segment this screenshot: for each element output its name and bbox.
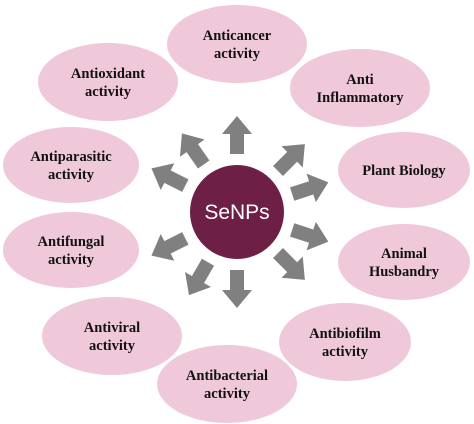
arrow-icon	[151, 163, 189, 192]
center-label: SeNPs	[204, 201, 269, 224]
activity-label-line: Anticancer	[203, 28, 272, 44]
activity-label-line: Anti	[346, 72, 373, 88]
arrow-shape	[289, 221, 329, 251]
activity-ellipse	[3, 127, 139, 203]
arrow-shape	[273, 144, 305, 176]
activity-label-line: Antifungal	[38, 234, 105, 250]
activity-label-line: activity	[85, 84, 132, 100]
arrow-shape	[222, 116, 252, 154]
arrow-icon	[222, 116, 252, 154]
activity-ellipse	[290, 49, 430, 127]
activity-ellipse	[338, 224, 470, 300]
activity-ellipse	[157, 345, 297, 423]
arrow-shape	[273, 248, 305, 280]
activity-node-antioxidant: Antioxidant activity	[38, 43, 178, 121]
arrow-shape	[222, 270, 252, 308]
activity-node-antibacterial: Antibacterial activity	[157, 345, 297, 423]
arrow-icon	[185, 258, 215, 296]
arrow-shape	[185, 258, 215, 296]
activity-node-anticancer: Anticancer activity	[167, 5, 307, 83]
activity-label-line: Plant Biology	[362, 163, 446, 179]
activity-label-line: activity	[48, 167, 95, 183]
activity-ellipse	[338, 132, 470, 208]
activity-label-line: Antiparasitic	[30, 149, 112, 165]
arrow-icon	[289, 221, 329, 251]
arrow-shape	[179, 133, 210, 169]
activity-label-line: activity	[214, 46, 261, 62]
activity-label-line: activity	[48, 252, 95, 268]
activity-label-line: Antibacterial	[186, 368, 268, 384]
center-node: SeNPs	[190, 165, 284, 259]
activity-label-line: Antiviral	[84, 320, 140, 336]
activity-label-line: activity	[322, 344, 369, 360]
activity-node-antiparasitic: Antiparasitic activity	[3, 127, 139, 203]
activity-label-line: Inflammatory	[317, 90, 405, 106]
arrow-icon	[151, 232, 189, 261]
activity-label-line: Animal	[381, 246, 427, 262]
activity-ellipse	[38, 43, 178, 121]
activity-ellipse	[3, 212, 139, 288]
activity-label-line: Husbandry	[369, 264, 440, 280]
arrow-shape	[151, 163, 189, 192]
activity-node-plant-biology: Plant Biology	[338, 132, 470, 208]
activity-label-line: activity	[89, 338, 136, 354]
activity-label-line: Antibiofilm	[309, 326, 381, 342]
activity-label-line: activity	[204, 386, 251, 402]
activity-node-antiviral: Antiviral activity	[42, 297, 182, 375]
arrows-layer	[151, 116, 329, 308]
arrow-icon	[289, 173, 329, 203]
arrow-icon	[273, 144, 305, 176]
activity-label-line: Antioxidant	[71, 66, 145, 82]
center-circle	[190, 165, 284, 259]
activity-ellipses-layer: AnticanceractivityAntiInflammatoryPlant …	[3, 5, 470, 423]
activity-ellipse	[167, 5, 307, 83]
arrow-shape	[151, 232, 189, 261]
activity-ellipse	[42, 297, 182, 375]
arrow-icon	[273, 248, 305, 280]
activity-ellipse	[279, 303, 411, 381]
arrow-icon	[179, 133, 210, 169]
activity-node-antibiofilm: Antibiofilm activity	[279, 303, 411, 381]
activity-node-antifungal: Antifungal activity	[3, 212, 139, 288]
arrow-shape	[289, 173, 329, 203]
arrow-icon	[222, 270, 252, 308]
